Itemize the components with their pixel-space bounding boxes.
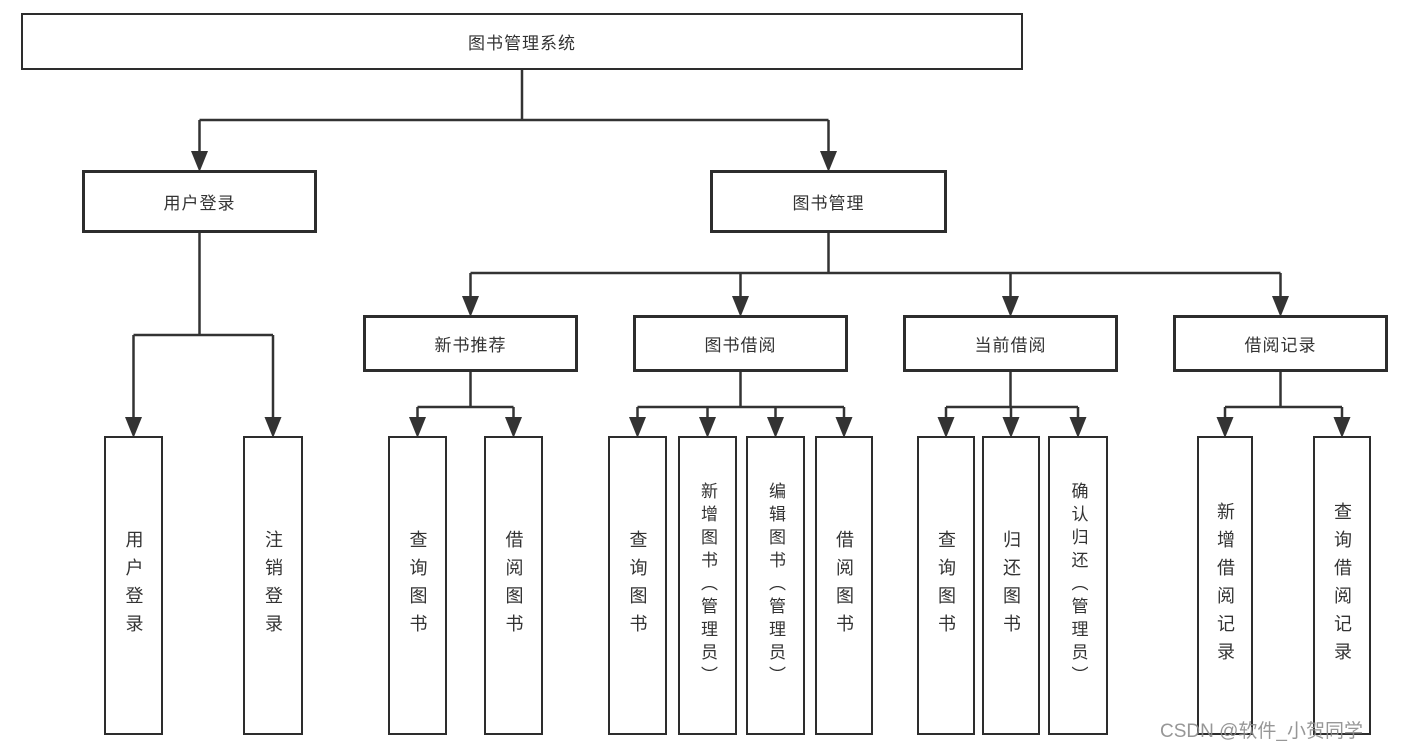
node-library-management-system: 图书管理系统: [21, 13, 1023, 70]
node-label: 确认归还（管理员）: [1068, 482, 1088, 689]
leaf-query-book: 查询图书: [917, 436, 975, 735]
node-label: 查询图书: [627, 529, 648, 642]
node-label: 用户登录: [163, 194, 236, 213]
node-label: 查询图书: [936, 529, 956, 642]
node-label: 查询借阅记录: [1332, 501, 1352, 670]
node-label: 图书管理系统: [468, 34, 576, 53]
leaf-borrow-book: 借阅图书: [484, 436, 543, 735]
leaf-add-book-admin: 新增图书（管理员）: [678, 436, 737, 735]
leaf-edit-book-admin: 编辑图书（管理员）: [746, 436, 805, 735]
node-book-management: 图书管理: [710, 170, 947, 233]
node-book-borrowing: 图书借阅: [633, 315, 848, 372]
node-borrowing-records: 借阅记录: [1173, 315, 1388, 372]
node-label: 当前借阅: [974, 336, 1047, 355]
leaf-user-login: 用户登录: [104, 436, 163, 735]
node-label: 用户登录: [123, 529, 144, 642]
node-label: 借阅图书: [834, 529, 854, 642]
leaf-query-borrow-record: 查询借阅记录: [1313, 436, 1371, 735]
leaf-confirm-return-admin: 确认归还（管理员）: [1048, 436, 1108, 735]
leaf-return-book: 归还图书: [982, 436, 1040, 735]
node-label: 新书推荐: [434, 336, 507, 355]
leaf-query-book: 查询图书: [608, 436, 667, 735]
node-current-borrowing: 当前借阅: [903, 315, 1118, 372]
leaf-logout: 注销登录: [243, 436, 303, 735]
node-label: 图书管理: [792, 194, 865, 213]
node-label: 新增图书（管理员）: [698, 482, 717, 689]
leaf-borrow-book: 借阅图书: [815, 436, 873, 735]
node-new-book-recommendation: 新书推荐: [363, 315, 578, 372]
node-label: 借阅图书: [503, 529, 524, 642]
node-label: 借阅记录: [1244, 336, 1317, 355]
leaf-query-book: 查询图书: [388, 436, 447, 735]
node-label: 编辑图书（管理员）: [766, 482, 785, 689]
node-label: 图书借阅: [704, 336, 777, 355]
node-label: 查询图书: [407, 529, 428, 642]
node-label: 新增借阅记录: [1215, 501, 1235, 670]
leaf-add-borrow-record: 新增借阅记录: [1197, 436, 1253, 735]
csdn-watermark: CSDN @软件_小贺同学: [1160, 721, 1363, 742]
node-label: 注销登录: [263, 529, 283, 642]
node-user-login: 用户登录: [82, 170, 317, 233]
node-label: 归还图书: [1001, 529, 1021, 642]
